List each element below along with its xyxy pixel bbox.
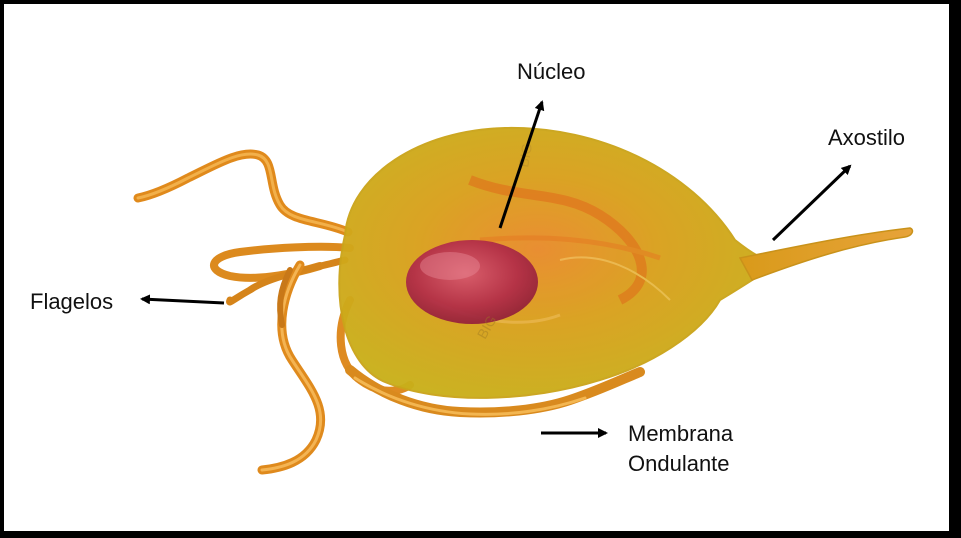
nucleus xyxy=(406,240,538,324)
label-nucleo: Núcleo xyxy=(517,58,585,86)
axostyle xyxy=(740,228,912,280)
label-membrana: Membrana xyxy=(628,420,733,448)
flagellum-lower-long xyxy=(262,265,321,470)
flagellum-top xyxy=(138,154,348,232)
label-flagelos: Flagelos xyxy=(30,288,113,316)
arrow-axostilo xyxy=(773,166,850,240)
cell-body xyxy=(339,128,780,398)
label-ondulante: Ondulante xyxy=(628,450,730,478)
label-axostilo: Axostilo xyxy=(828,124,905,152)
nucleus-highlight xyxy=(420,252,480,280)
arrow-flagelos xyxy=(142,299,224,303)
